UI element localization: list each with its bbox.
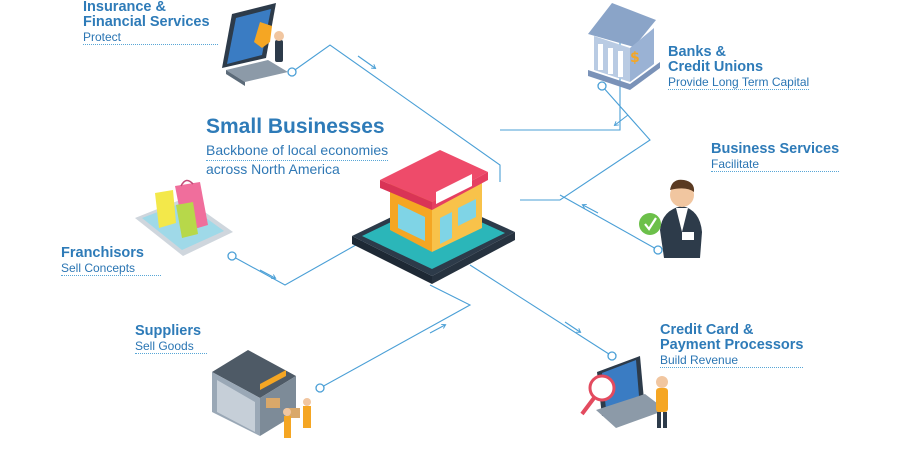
node-role: Sell Goods bbox=[135, 340, 207, 354]
arrow-insurance bbox=[357, 55, 377, 69]
node-business-services: Business Services Facilitate bbox=[711, 141, 840, 172]
connector-arrows bbox=[259, 55, 629, 334]
laptop-shield-icon bbox=[222, 3, 288, 86]
svg-text:$: $ bbox=[630, 50, 640, 66]
connector-franchisors bbox=[231, 236, 371, 286]
businessman-icon bbox=[639, 179, 702, 258]
node-role: Provide Long Term Capital bbox=[668, 75, 810, 91]
connector-business-services bbox=[559, 194, 659, 251]
arrow-franchisors bbox=[259, 269, 277, 280]
node-title-line1: Banks & bbox=[668, 44, 727, 60]
arrow-business bbox=[581, 203, 599, 214]
arrow-suppliers bbox=[429, 323, 447, 334]
node-franchisors: Franchisors Sell Concepts bbox=[61, 245, 161, 276]
node-insurance: Insurance & Financial Services Protect bbox=[83, 0, 218, 46]
connector-lines bbox=[231, 40, 659, 389]
connector-banks bbox=[520, 85, 651, 201]
node-title-line1: Credit Card & bbox=[660, 322, 754, 338]
phone-shopping-bags-icon bbox=[135, 179, 233, 256]
node-role: Facilitate bbox=[711, 158, 840, 172]
node-credit-card: Credit Card & Payment Processors Build R… bbox=[660, 322, 804, 369]
node-title-line1: Insurance & bbox=[83, 0, 166, 15]
laptop-magnifier-icon bbox=[580, 356, 668, 428]
center-label: Small Businesses Backbone of local econo… bbox=[206, 115, 389, 178]
node-role: Sell Concepts bbox=[61, 262, 161, 276]
connector-endpoints bbox=[227, 67, 663, 393]
node-title-line2: Credit Unions bbox=[668, 59, 764, 76]
node-title-line1: Franchisors bbox=[61, 245, 144, 261]
connector-insurance bbox=[291, 44, 501, 182]
arrow-banks bbox=[613, 114, 629, 127]
node-title-line2: Financial Services bbox=[83, 14, 210, 31]
connector-credit-card bbox=[469, 264, 613, 357]
node-title-line2: Payment Processors bbox=[660, 337, 804, 354]
node-role: Protect bbox=[83, 31, 218, 46]
center-title: Small Businesses bbox=[206, 115, 385, 138]
warehouse-icon bbox=[212, 350, 311, 438]
storefront-tablet-icon bbox=[352, 150, 515, 284]
arrow-credit-card bbox=[564, 321, 582, 333]
node-suppliers: Suppliers Sell Goods bbox=[135, 323, 207, 354]
node-title-line1: Suppliers bbox=[135, 323, 202, 339]
bank-building-icon: $ bbox=[588, 3, 660, 90]
center-subtitle-line2: across North America bbox=[206, 160, 340, 177]
node-title-line1: Business Services bbox=[711, 141, 840, 157]
node-role: Build Revenue bbox=[660, 354, 804, 369]
node-banks: Banks & Credit Unions Provide Long Term … bbox=[668, 44, 810, 91]
connector-suppliers bbox=[319, 284, 472, 389]
center-subtitle-line1: Backbone of local economies bbox=[206, 142, 389, 161]
